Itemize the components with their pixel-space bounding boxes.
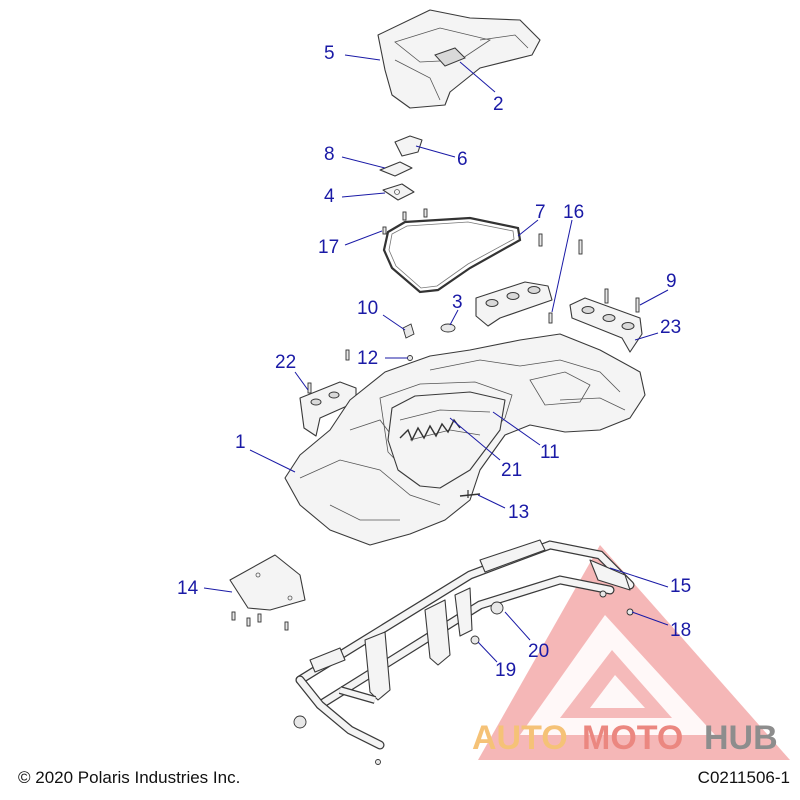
part-upper-bracket-right	[569, 297, 643, 353]
watermark-text-hub: HUB	[704, 719, 778, 757]
leader-6	[415, 145, 456, 158]
leader-4	[341, 192, 386, 198]
leader-8	[341, 156, 386, 169]
drawing-code: C0211506-1	[697, 768, 790, 787]
leader-lines	[203, 54, 669, 663]
part-storage-bin	[387, 391, 506, 489]
leader-3	[449, 309, 459, 326]
callout-17: 17	[318, 237, 339, 258]
part-latch-plate	[382, 183, 415, 201]
callout-1: 1	[235, 432, 246, 453]
part-skid-plate	[229, 554, 306, 631]
callout-9: 9	[666, 271, 677, 292]
callout-7: 7	[535, 202, 546, 223]
leader-7	[517, 219, 539, 237]
callout-6: 6	[457, 149, 468, 170]
callout-3: 3	[452, 292, 463, 313]
leader-21	[449, 417, 501, 461]
callout-13: 13	[508, 502, 529, 523]
watermark-text-auto: AUTO	[472, 719, 568, 757]
leader-14	[203, 587, 233, 593]
watermark-logo: AUTO MOTO HUB	[472, 545, 790, 760]
callout-2: 2	[493, 94, 504, 115]
leader-13	[477, 494, 506, 509]
callout-20: 20	[528, 641, 549, 662]
bin-spring	[399, 418, 461, 442]
callout-15: 15	[670, 576, 691, 597]
copyright-text: © 2020 Polaris Industries Inc.	[18, 768, 241, 787]
leader-1	[249, 449, 296, 473]
leader-22	[294, 371, 309, 391]
fasteners-upper	[307, 208, 640, 394]
leader-23	[634, 332, 659, 341]
part-latch	[379, 135, 423, 177]
part-subframe	[293, 539, 635, 765]
callout-5: 5	[324, 43, 335, 64]
callout-4: 4	[324, 186, 335, 207]
part-side-bracket	[299, 381, 357, 437]
callout-21: 21	[501, 460, 522, 481]
leader-11	[492, 411, 541, 446]
leader-5	[344, 54, 381, 61]
leader-15	[609, 567, 669, 588]
callout-23: 23	[660, 317, 681, 338]
callouts: 5 2 8 6 4 7 16 17 9 10 3 23 12 22 1 11 2…	[177, 43, 691, 681]
leader-19	[477, 641, 498, 663]
leader-9	[639, 289, 669, 306]
watermark-text-moto: MOTO	[582, 719, 683, 757]
leader-18	[631, 611, 669, 626]
callout-22: 22	[275, 352, 296, 373]
callout-19: 19	[495, 660, 516, 681]
part-upper-bracket-left	[475, 281, 553, 327]
leader-16	[551, 219, 573, 313]
leader-17	[344, 230, 383, 246]
callout-11: 11	[540, 442, 560, 463]
part-storage-cover	[377, 9, 541, 109]
callout-14: 14	[177, 578, 199, 599]
callout-12: 12	[357, 348, 378, 369]
leader-10	[382, 314, 406, 331]
callout-10: 10	[357, 298, 378, 319]
callout-16: 16	[563, 202, 584, 223]
callout-18: 18	[670, 620, 691, 641]
part-seal	[382, 216, 522, 294]
leader-2	[459, 61, 496, 93]
callout-8: 8	[324, 144, 335, 165]
part-pin	[459, 490, 481, 498]
leader-20	[504, 611, 531, 641]
